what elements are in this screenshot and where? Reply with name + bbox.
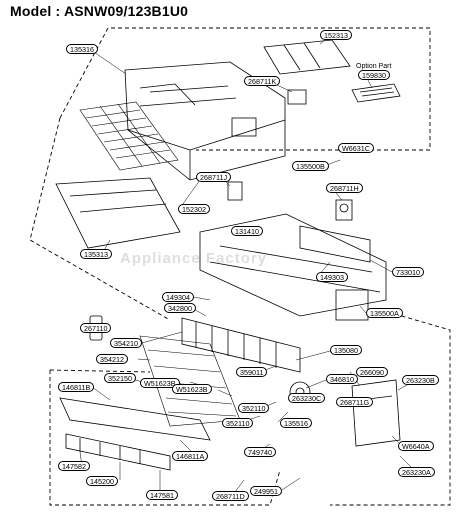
part-callout: 354212 [96,354,128,364]
part-callout: 152302 [178,204,210,214]
part-callout: 147582 [58,461,90,471]
fan-354210 [181,317,301,373]
frame-131410 [199,213,387,317]
part-callout: 146811A [172,451,209,461]
bracket-135500A [335,289,369,321]
part-callout: 149304 [162,292,194,302]
part-callout: 359011 [236,367,268,377]
part-callout: W51623B [172,384,212,394]
filter-panel-152313 [263,39,351,75]
part-callout: 146811B [58,382,95,392]
part-callout: 135316 [66,44,98,54]
part-callout: 267110 [80,323,112,333]
bracket-733010 [299,225,371,263]
part-callout: 147581 [146,490,178,500]
part-callout: 354210 [110,338,142,348]
part-callout: 346810 [326,374,358,384]
part-callout: W6640A [398,441,434,451]
part-callout: 352110 [238,403,270,413]
drain-pan-145200 [59,397,211,471]
part-callout: 733010 [392,267,424,277]
part-callout: 135500A [366,308,403,318]
part-callout: 352110 [222,418,254,428]
part-callout: 342800 [164,303,196,313]
part-callout: 749740 [244,447,276,457]
part-callout: 135080 [330,345,362,355]
display-268711J [227,181,243,201]
part-callout: 268711D [212,491,249,501]
part-callout: W51623B [140,378,180,388]
part-callout: 268711K [244,76,281,86]
part-callout: 263230C [288,393,326,403]
part-callout: W6631C [338,143,374,153]
part-callout: 266090 [356,367,388,377]
option-filter-159830 [351,83,401,103]
part-callout: 268711H [326,183,363,193]
part-callout: 145200 [86,476,118,486]
pcb-268711K [287,89,307,105]
option-part-label: Option Part [356,63,392,70]
part-callout: 135500B [292,161,329,171]
part-callout: 352150 [104,373,136,383]
control-box-268711H [335,199,353,221]
control-box-249951 [351,379,401,447]
chassis-135316 [124,61,286,181]
part-callout: 268711J [196,172,232,182]
part-callout: 159830 [358,70,390,80]
part-callout: 152313 [320,30,352,40]
part-callout: 263230B [402,375,439,385]
front-panel-135313 [55,177,181,249]
part-callout: 263230A [398,467,435,477]
watermark-text: Appliance Factory [120,250,268,267]
mesh-filters [79,101,179,171]
part-callout: 149303 [316,272,348,282]
part-callout: 135516 [280,418,312,428]
part-callout: 131410 [231,226,263,236]
part-callout: 268711G [336,397,374,407]
model-title: Model : ASNW09/123B1U0 [10,3,189,19]
part-callout: 249951 [250,486,282,496]
part-callout: 135313 [80,249,112,259]
